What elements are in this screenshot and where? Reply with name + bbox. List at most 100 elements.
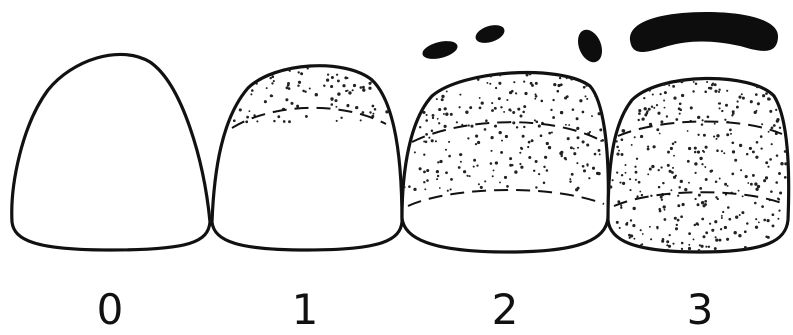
- stipple-dot: [788, 81, 791, 84]
- stipple-dot: [611, 98, 614, 101]
- stipple-dot: [612, 179, 614, 181]
- stipple-dot: [650, 238, 652, 240]
- stipple-dot: [726, 133, 729, 136]
- stipple-dot: [426, 179, 429, 182]
- stipple-dot: [242, 82, 245, 85]
- stipple-dot: [557, 84, 560, 87]
- stipple-dot: [552, 116, 555, 119]
- stipple-dot: [465, 111, 468, 114]
- stipple-dot: [336, 74, 338, 76]
- stipple-dot: [408, 185, 411, 188]
- stipple-dot: [650, 195, 652, 197]
- stipple-dot: [334, 99, 337, 102]
- stipple-dot: [677, 195, 679, 197]
- stipple-dot: [629, 80, 632, 83]
- stipple-dot: [702, 119, 704, 121]
- stipple-dot: [734, 231, 737, 234]
- stipple-dot: [784, 94, 786, 96]
- stipple-dot: [477, 78, 480, 81]
- stipple-dot: [690, 106, 693, 109]
- stipple-dot: [788, 229, 791, 232]
- stipple-dot: [664, 209, 666, 211]
- stipple-dot: [724, 119, 726, 121]
- stipple-dot: [739, 144, 742, 147]
- stipple-dot: [726, 238, 729, 241]
- stipple-dot: [616, 171, 618, 173]
- stipple-dot: [633, 207, 636, 210]
- stipple-dot: [432, 84, 434, 86]
- stipple-dot: [500, 151, 503, 154]
- stipple-dot: [632, 224, 635, 227]
- stipple-dot: [701, 218, 704, 221]
- stipple-dot: [787, 232, 790, 235]
- stipple-dot: [752, 174, 755, 177]
- stipple-dot: [708, 87, 711, 90]
- stipple-dot: [395, 98, 397, 100]
- stipple-dot: [476, 69, 478, 71]
- stipple-dot: [742, 97, 745, 100]
- stipple-dot: [609, 185, 612, 188]
- stipple-dot: [687, 130, 689, 132]
- stipple-dot: [278, 63, 280, 65]
- stipple-dot: [479, 97, 481, 99]
- stipple-dot: [591, 115, 593, 117]
- stipple-dot: [761, 123, 763, 125]
- stipple-dot: [266, 87, 268, 89]
- stipple-dot: [579, 67, 582, 70]
- stipple-dot: [535, 160, 538, 163]
- stipple-dot: [577, 147, 579, 149]
- stipple-dot: [659, 133, 661, 135]
- stipple-dot: [668, 84, 670, 86]
- stipple-dot: [289, 70, 291, 72]
- stipple-dot: [500, 106, 502, 108]
- stipple-dot: [714, 90, 717, 93]
- stipple-dot: [610, 125, 612, 127]
- stipple-dot: [740, 253, 742, 255]
- stipple-dot: [724, 226, 727, 229]
- stipple-dot: [773, 88, 776, 91]
- stipple-dot: [660, 120, 663, 123]
- stipple-dot: [589, 131, 591, 133]
- tooth-2-deposit-left: [421, 38, 460, 62]
- stipple-dot: [490, 150, 492, 152]
- stipple-dot: [762, 94, 765, 97]
- stipple-dot: [711, 229, 714, 232]
- stipple-dot: [688, 232, 691, 235]
- stipple-dot: [481, 102, 484, 105]
- stipple-dot: [491, 102, 493, 104]
- stipple-dot: [473, 166, 475, 168]
- stipple-dot: [413, 86, 416, 89]
- stipple-dot: [607, 230, 609, 232]
- stipple-dot: [508, 108, 511, 111]
- stipple-dot: [571, 173, 574, 176]
- stipple-dot: [772, 213, 775, 216]
- stipple-dot: [779, 191, 782, 194]
- stipple-dot: [760, 135, 763, 138]
- stipple-dot: [625, 223, 628, 226]
- stipple-dot: [264, 100, 267, 103]
- stipple-dot: [345, 90, 347, 92]
- stipple-dot: [415, 105, 417, 107]
- stipple-dot: [217, 71, 220, 74]
- stipple-dot: [439, 160, 442, 163]
- stipple-dot: [767, 166, 769, 168]
- stipple-dot: [568, 124, 570, 126]
- stipple-dot: [651, 165, 654, 168]
- stipple-dot: [330, 97, 333, 100]
- stipple-dot: [342, 84, 345, 87]
- stipple-dot: [628, 234, 631, 237]
- stipple-dot: [622, 182, 625, 185]
- stipple-dot: [499, 74, 501, 76]
- stipple-dot: [506, 185, 509, 188]
- stipple-dot: [266, 63, 268, 65]
- stipple-dot: [398, 60, 400, 62]
- stipple-dot: [744, 230, 747, 233]
- stipple-dot: [450, 178, 453, 181]
- stipple-dot: [716, 149, 719, 152]
- stipple-dot: [720, 228, 722, 230]
- stipple-dot: [765, 161, 768, 164]
- stipple-dot: [705, 178, 708, 181]
- stipple-dot: [642, 233, 644, 235]
- stipple-dot: [211, 109, 213, 111]
- stipple-dot: [785, 79, 788, 82]
